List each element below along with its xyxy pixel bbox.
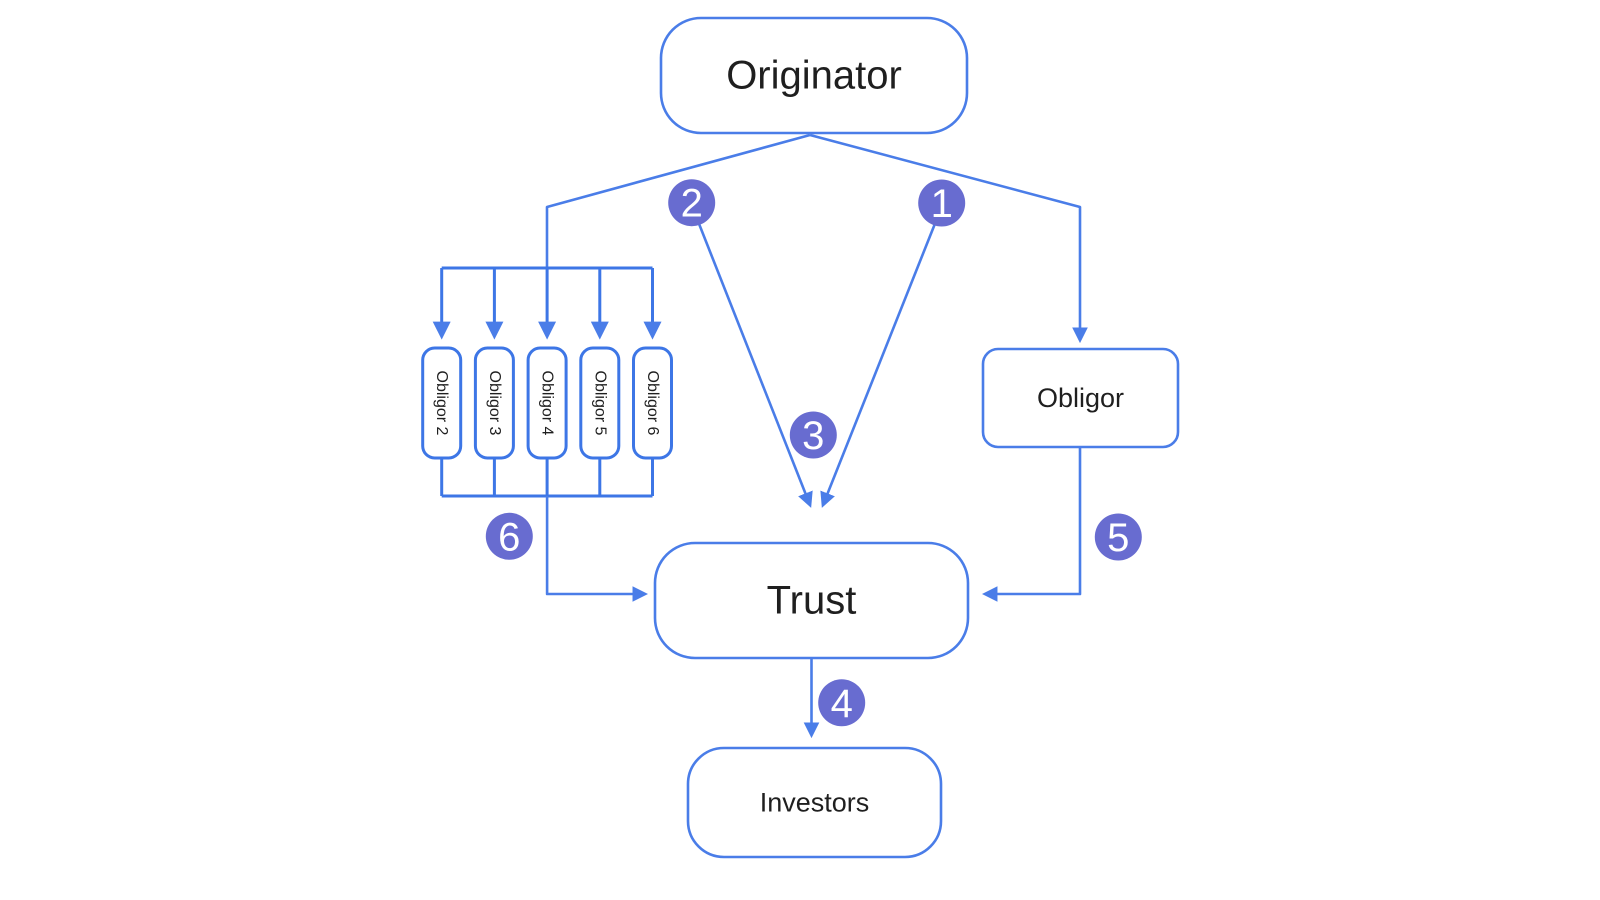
- badge-5-circle: [1094, 513, 1142, 561]
- node-obligor-6: Obligor 6: [632, 346, 673, 460]
- obligor-3-label: Obligor 3: [486, 371, 503, 436]
- originator-box: [659, 16, 969, 135]
- badge-2-number: 2: [681, 182, 703, 226]
- node-obligor-4: Obligor 4: [526, 346, 568, 460]
- obligor-box: [981, 347, 1180, 449]
- obligor-6-label: Obligor 6: [644, 371, 661, 436]
- badge-1-number: 1: [931, 182, 953, 226]
- badge-1: 1: [918, 179, 966, 227]
- originator-label: Originator: [726, 54, 902, 98]
- badge-6: 6: [485, 512, 533, 560]
- obligor-6-box: [632, 346, 673, 460]
- node-obligor-2: Obligor 2: [421, 346, 463, 460]
- node-investors: Investors: [686, 746, 943, 859]
- obligor-2-label: Obligor 2: [433, 371, 450, 436]
- edge-originator-to-left-cluster: [545, 133, 811, 268]
- obligor-5-label: Obligor 5: [591, 371, 608, 436]
- badge-5-number: 5: [1107, 516, 1129, 560]
- edge-cluster-to-trust: [545, 496, 649, 602]
- edge-badge1-to-trust: [820, 205, 944, 508]
- obligor-2-box: [421, 346, 463, 460]
- obligor-label: Obligor: [1037, 383, 1124, 413]
- badge-4-number: 4: [831, 682, 853, 726]
- investors-box: [686, 746, 943, 859]
- badge-2-circle: [668, 179, 716, 227]
- node-trust: Trust: [653, 541, 970, 660]
- obligor-4-label: Obligor 4: [539, 371, 556, 436]
- badge-2: 2: [668, 179, 716, 227]
- obligor-4-box: [526, 346, 568, 460]
- node-obligor-5: Obligor 5: [579, 346, 621, 460]
- badge-6-number: 6: [498, 515, 520, 559]
- badge-3-number: 3: [802, 414, 824, 458]
- edge-obligor-to-trust: [981, 446, 1082, 602]
- edge-originator-to-obligor: [809, 133, 1088, 344]
- edge-badge2-to-trust: [690, 205, 813, 508]
- edges: [432, 133, 1088, 739]
- badge-3: 3: [789, 411, 837, 459]
- badge-6-circle: [485, 512, 533, 560]
- badge-4-circle: [818, 679, 866, 727]
- badge-4: 4: [818, 679, 866, 727]
- trust-box: [653, 541, 970, 660]
- trust-label: Trust: [767, 579, 857, 623]
- obligor-3-box: [473, 346, 515, 460]
- badge-1-circle: [918, 179, 966, 227]
- badge-5: 5: [1094, 513, 1142, 561]
- investors-label: Investors: [760, 788, 870, 818]
- badge-3-circle: [789, 411, 837, 459]
- node-obligor-3: Obligor 3: [473, 346, 515, 460]
- obligor-5-box: [579, 346, 621, 460]
- node-obligor-right: Obligor: [981, 347, 1180, 449]
- node-originator: Originator: [659, 16, 969, 135]
